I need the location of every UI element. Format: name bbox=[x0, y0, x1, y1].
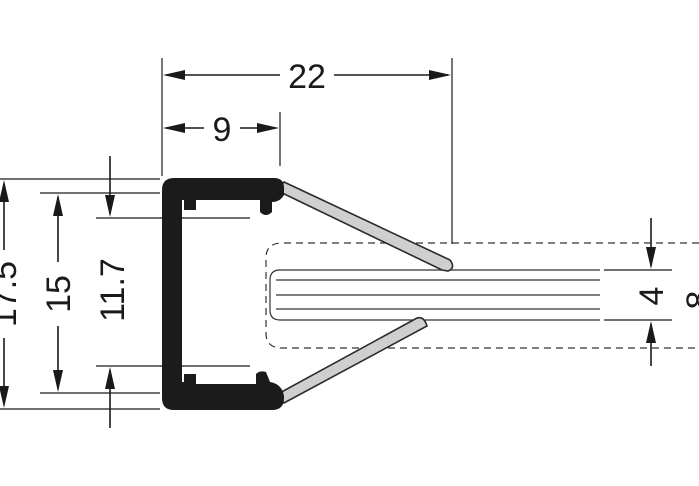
dimension-overall-height: 17.5 bbox=[0, 180, 24, 408]
arrow-22-right bbox=[429, 70, 451, 80]
dimension-glass-thickness: 4 bbox=[604, 218, 672, 366]
arrow-15-bottom bbox=[53, 370, 63, 392]
dimension-label-15: 15 bbox=[40, 275, 78, 313]
glass-panel bbox=[265, 242, 699, 349]
upper-sealing-lip bbox=[274, 181, 454, 272]
arrow-11-7-bottom bbox=[105, 367, 115, 389]
arrow-22-left bbox=[163, 70, 185, 80]
glass-panel-inner-edge bbox=[269, 269, 600, 321]
dimension-label-22: 22 bbox=[288, 58, 326, 96]
arrow-17-5-bottom bbox=[0, 386, 9, 408]
arrow-9-left bbox=[163, 123, 185, 133]
arrow-9-right bbox=[257, 123, 279, 133]
label-background-17-5 bbox=[0, 250, 16, 338]
dimension-glass-outer: 8 bbox=[680, 270, 699, 330]
profile-body bbox=[162, 178, 284, 410]
arrow-17-5-top bbox=[0, 180, 9, 202]
dimension-label-4: 4 bbox=[633, 287, 671, 306]
glass-panel-outline bbox=[265, 242, 699, 349]
dimension-label-9: 9 bbox=[213, 111, 232, 149]
arrow-11-7-top bbox=[105, 195, 115, 217]
dimension-label-11-7: 11.7 bbox=[94, 258, 132, 322]
dimension-opening-height: 11.7 bbox=[94, 156, 132, 428]
dimension-label-8: 8 bbox=[680, 291, 699, 310]
dimension-label-17-5: 17.5 bbox=[0, 261, 24, 327]
arrow-4-top bbox=[646, 247, 656, 269]
left-extension-lines bbox=[0, 178, 196, 410]
dimension-channel-width: 9 bbox=[163, 111, 281, 166]
arrow-15-top bbox=[53, 194, 63, 216]
sealing-lips bbox=[274, 181, 454, 404]
lower-sealing-lip bbox=[274, 316, 428, 404]
arrow-4-bottom bbox=[646, 321, 656, 343]
label-background-8 bbox=[682, 270, 699, 330]
u-channel-profile bbox=[162, 178, 284, 410]
dimension-inner-height: 15 bbox=[40, 194, 78, 392]
dimension-overall-width: 22 bbox=[161, 58, 453, 244]
